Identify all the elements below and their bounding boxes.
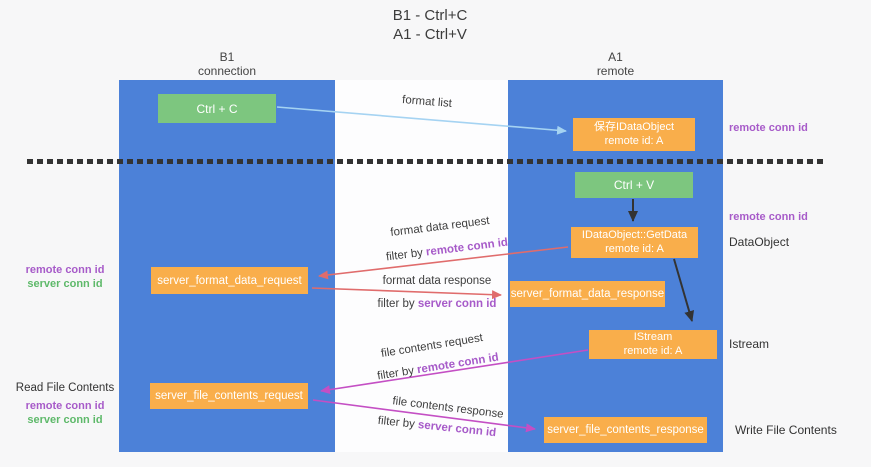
read-file-contents-label: Read File Contents: [15, 382, 115, 394]
dashed-divider: [27, 159, 827, 164]
istream-line1: IStream: [633, 331, 673, 343]
lifeline-header-a1: A1 remote: [508, 50, 723, 78]
server-format-data-request-node: server_format_data_request: [151, 267, 308, 294]
server-file-contents-request-label: server_file_contents_request: [155, 390, 303, 402]
lifeline-b1-title: B1: [219, 50, 235, 64]
lifeline-a1-subtitle: remote: [596, 64, 635, 78]
remote-conn-id-top-label: remote conn id: [729, 122, 808, 134]
save-dataobject-node: 保存IDataObject remote id: A: [573, 118, 695, 151]
lifeline-a1-title: A1: [608, 50, 623, 64]
server-conn-id-left-2: server conn id: [27, 414, 103, 426]
format-data-response-label: format data response: [382, 275, 492, 287]
istream-line2: remote id: A: [623, 344, 683, 357]
filter-prefix-2: filter by: [377, 298, 418, 310]
istream-node: IStream remote id: A: [589, 330, 717, 359]
server-format-data-request-label: server_format_data_request: [157, 274, 302, 287]
write-file-contents-label: Write File Contents: [735, 423, 837, 437]
getdata-line2: remote id: A: [605, 242, 664, 255]
title-line-2: A1 - Ctrl+V: [393, 26, 467, 43]
remote-conn-id-left-1: remote conn id: [25, 264, 105, 276]
title-line-1: B1 - Ctrl+C: [392, 7, 468, 24]
filter-keyword-2: server conn id: [417, 298, 497, 310]
ctrl-c-label: Ctrl + C: [196, 101, 238, 116]
left-conn-id-group-1: remote conn id server conn id: [15, 263, 115, 291]
server-file-contents-response-label: server_file_contents_response: [547, 424, 704, 436]
save-dataobject-line2: remote id: A: [604, 134, 664, 147]
ctrl-v-label: Ctrl + V: [613, 178, 655, 192]
diagram-title: B1 - Ctrl+C A1 - Ctrl+V: [0, 6, 860, 44]
server-file-contents-request-node: server_file_contents_request: [150, 383, 308, 409]
save-dataobject-line1: 保存IDataObject: [593, 121, 675, 133]
ctrl-v-node: Ctrl + V: [575, 172, 693, 198]
server-conn-id-left-1: server conn id: [27, 278, 103, 290]
filter-by-server-conn-id-label-1: filter by server conn id: [357, 298, 517, 310]
remote-conn-id-mid-label: remote conn id: [729, 211, 808, 223]
left-conn-id-group-2: Read File Contents remote conn id server…: [10, 381, 120, 427]
server-file-contents-response-node: server_file_contents_response: [544, 417, 707, 443]
ctrl-c-node: Ctrl + C: [158, 94, 276, 123]
server-format-data-response-node: server_format_data_response: [510, 281, 665, 307]
getdata-node: IDataObject::GetData remote id: A: [571, 227, 698, 258]
getdata-line1: IDataObject::GetData: [581, 229, 688, 241]
center-band: [335, 80, 508, 452]
dataobject-label: DataObject: [729, 235, 790, 249]
istream-side-label: Istream: [729, 337, 770, 351]
server-format-data-response-label: server_format_data_response: [510, 288, 665, 300]
lifeline-b1-subtitle: connection: [197, 64, 257, 78]
remote-conn-id-left-2: remote conn id: [25, 400, 105, 412]
lifeline-header-b1: B1 connection: [119, 50, 335, 78]
